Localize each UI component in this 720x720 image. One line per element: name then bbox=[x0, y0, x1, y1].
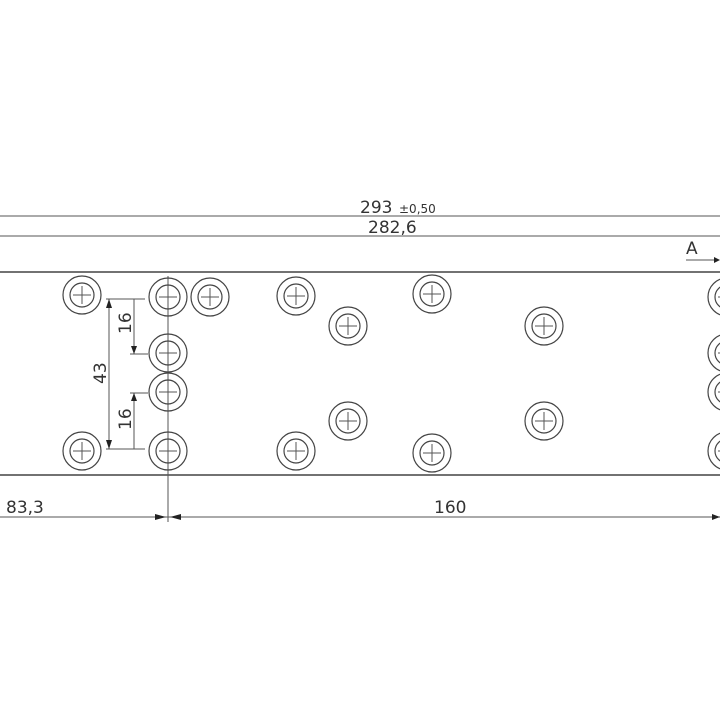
mounting-hole bbox=[62, 275, 102, 315]
section-arrowhead bbox=[714, 257, 720, 263]
mounting-hole bbox=[707, 278, 720, 316]
vertical-upper-label: 16 bbox=[116, 312, 136, 334]
vertical-total-label: 43 bbox=[91, 362, 111, 384]
mounting-hole bbox=[524, 401, 564, 441]
mounting-hole bbox=[148, 431, 188, 471]
vertical-dimension-lower: 16 bbox=[116, 392, 148, 449]
vertical-dimension-43: 43 bbox=[91, 298, 145, 450]
mounting-hole bbox=[412, 433, 452, 473]
mounting-hole bbox=[412, 274, 452, 314]
mounting-hole bbox=[707, 334, 720, 372]
overall-tolerance-label: ±0,50 bbox=[399, 202, 436, 216]
overall-length-label: 293 bbox=[360, 198, 392, 218]
mounting-hole bbox=[276, 431, 316, 471]
section-marker-label: A bbox=[686, 239, 698, 259]
mounting-hole bbox=[190, 277, 230, 317]
mounting-hole bbox=[707, 373, 720, 411]
inner-length-label: 282,6 bbox=[368, 218, 417, 238]
mounting-hole bbox=[328, 306, 368, 346]
dim-arrow-end bbox=[712, 514, 720, 520]
vertical-lower-label: 16 bbox=[116, 408, 136, 430]
mounting-hole bbox=[62, 431, 102, 471]
dim-arrow-right bbox=[170, 514, 181, 520]
mounting-hole bbox=[707, 432, 720, 470]
left-offset-label: 83,3 bbox=[6, 498, 44, 518]
vertical-dimension-upper: 16 bbox=[116, 299, 148, 355]
mounting-holes bbox=[62, 274, 720, 473]
mounting-hole bbox=[328, 401, 368, 441]
mounting-hole bbox=[148, 333, 188, 373]
mounting-hole bbox=[148, 277, 188, 317]
mounting-hole bbox=[276, 276, 316, 316]
mounting-hole bbox=[148, 372, 188, 412]
hole-spacing-label: 160 bbox=[434, 498, 466, 518]
dim-arrow-left bbox=[155, 514, 166, 520]
mounting-hole bbox=[524, 306, 564, 346]
